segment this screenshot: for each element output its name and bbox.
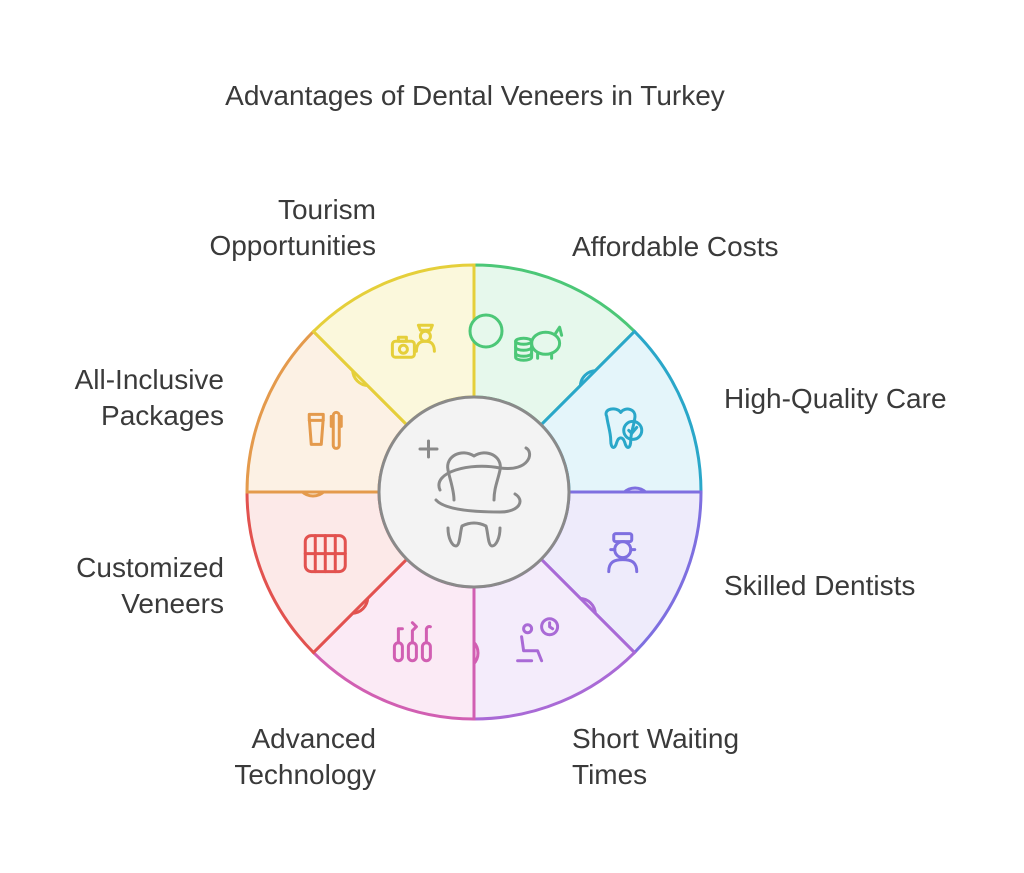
puzzle-knob bbox=[468, 313, 504, 349]
tooth-veneer-icon bbox=[418, 439, 532, 548]
icons-layer bbox=[303, 323, 644, 663]
dental-tools-icon bbox=[392, 621, 432, 663]
label-high-quality-care: High-Quality Care bbox=[724, 383, 947, 414]
label-affordable-costs: Affordable Costs bbox=[572, 231, 779, 262]
tooth-check-icon bbox=[604, 407, 644, 449]
label-tourism-opportunities: Tourism Opportunities bbox=[209, 194, 376, 261]
label-short-waiting-times: Short Waiting Times bbox=[572, 723, 740, 790]
center-circle bbox=[377, 395, 571, 589]
toothpaste-toothbrush-icon bbox=[307, 410, 343, 450]
label-advanced-technology: Advanced Technology bbox=[234, 723, 376, 790]
dentist-icon bbox=[607, 532, 639, 574]
diagram-title: Advantages of Dental Veneers in Turkey bbox=[225, 80, 725, 111]
waiting-chair-clock-icon bbox=[516, 617, 560, 663]
piggy-bank-coins-icon bbox=[514, 325, 564, 362]
tourist-camera-icon bbox=[390, 323, 436, 359]
teeth-icon bbox=[303, 534, 347, 574]
label-customized-veneers: Customized Veneers bbox=[76, 552, 224, 619]
label-all-inclusive-packages: All-Inclusive Packages bbox=[74, 364, 224, 431]
label-skilled-dentists: Skilled Dentists bbox=[724, 570, 916, 601]
